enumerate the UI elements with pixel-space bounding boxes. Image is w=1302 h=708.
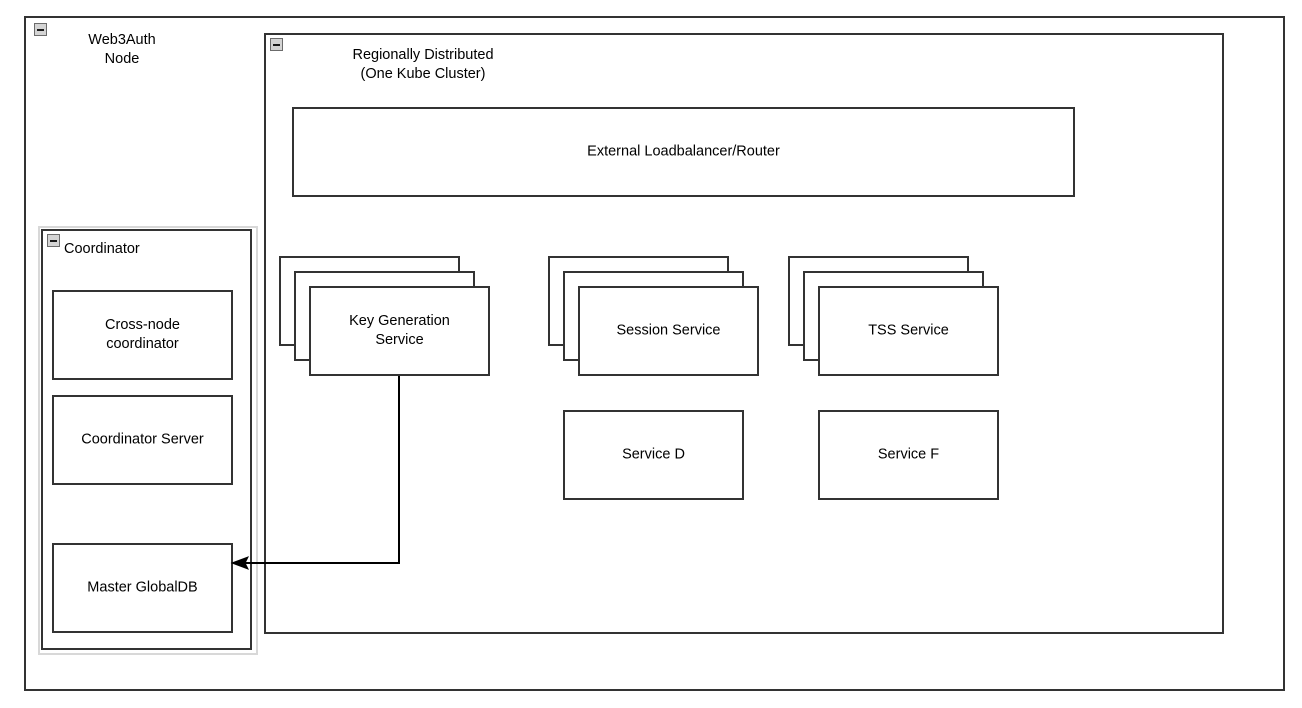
- node-label-cross-node-coordinator: Cross-node coordinator: [105, 317, 180, 352]
- node-label-key-generation-service: Key Generation Service: [349, 313, 450, 348]
- node-tss-service[interactable]: TSS Service: [818, 286, 999, 376]
- node-key-generation-service[interactable]: Key Generation Service: [309, 286, 490, 376]
- node-label-service-d: Service D: [622, 446, 685, 463]
- node-label-master-globaldb: Master GlobalDB: [87, 579, 198, 596]
- node-label-session-service: Session Service: [616, 322, 721, 339]
- node-master-globaldb[interactable]: Master GlobalDB: [52, 543, 233, 633]
- node-coordinator-server[interactable]: Coordinator Server: [52, 395, 233, 485]
- node-label-tss-service: TSS Service: [868, 322, 949, 339]
- group-title-coordinator: Coordinator: [64, 241, 140, 257]
- node-label-service-f: Service F: [877, 446, 940, 463]
- node-service-d[interactable]: Service D: [563, 410, 744, 500]
- node-cross-node-coordinator[interactable]: Cross-node coordinator: [52, 290, 233, 380]
- group-title-web3auth-node: Web3Auth Node: [88, 32, 156, 67]
- node-external-loadbalancer-router[interactable]: External Loadbalancer/Router: [292, 107, 1075, 197]
- group-title-regionally-distributed: Regionally Distributed (One Kube Cluster…: [352, 47, 494, 82]
- collapse-icon-web3auth-node[interactable]: [34, 23, 47, 36]
- node-label-coordinator-server: Coordinator Server: [81, 431, 204, 448]
- collapse-icon-coordinator[interactable]: [47, 234, 60, 247]
- collapse-icon-regionally-distributed[interactable]: [270, 38, 283, 51]
- node-label-external-loadbalancer-router: External Loadbalancer/Router: [587, 143, 780, 160]
- node-session-service[interactable]: Session Service: [578, 286, 759, 376]
- node-service-f[interactable]: Service F: [818, 410, 999, 500]
